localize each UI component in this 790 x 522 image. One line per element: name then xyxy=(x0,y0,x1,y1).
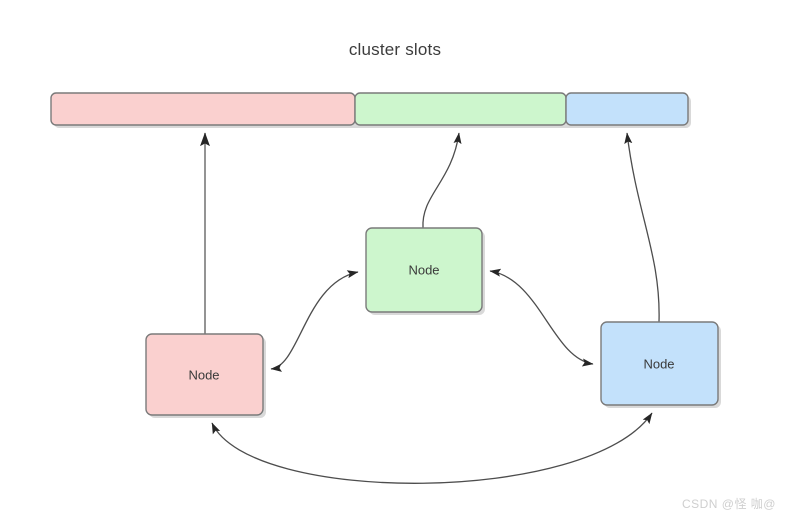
edge-green-blue xyxy=(489,268,594,367)
page-title: cluster slots xyxy=(348,40,442,59)
node-pink[interactable]: Node xyxy=(145,333,266,418)
node-blue[interactable]: Node xyxy=(600,321,721,408)
node-green-label: Node xyxy=(408,262,439,277)
edge-green-to-bar xyxy=(422,132,462,229)
slot-segment-pink[interactable] xyxy=(50,92,356,126)
node-pink-box[interactable] xyxy=(145,333,264,416)
edge-blue-to-bar xyxy=(624,132,660,323)
csdn-watermark: CSDN @怪 咖@ xyxy=(681,497,776,511)
node-blue-box[interactable] xyxy=(600,321,719,406)
slot-segment-green[interactable] xyxy=(354,92,567,126)
node-blue-label: Node xyxy=(643,356,674,371)
node-green-box[interactable] xyxy=(365,227,483,313)
slot-segment-blue[interactable] xyxy=(565,92,689,126)
edge-pink-green xyxy=(270,270,359,372)
node-green[interactable]: Node xyxy=(365,227,485,315)
cluster-slot-bar xyxy=(50,92,691,128)
node-pink-label: Node xyxy=(188,367,219,382)
edge-pink-blue xyxy=(211,412,653,484)
